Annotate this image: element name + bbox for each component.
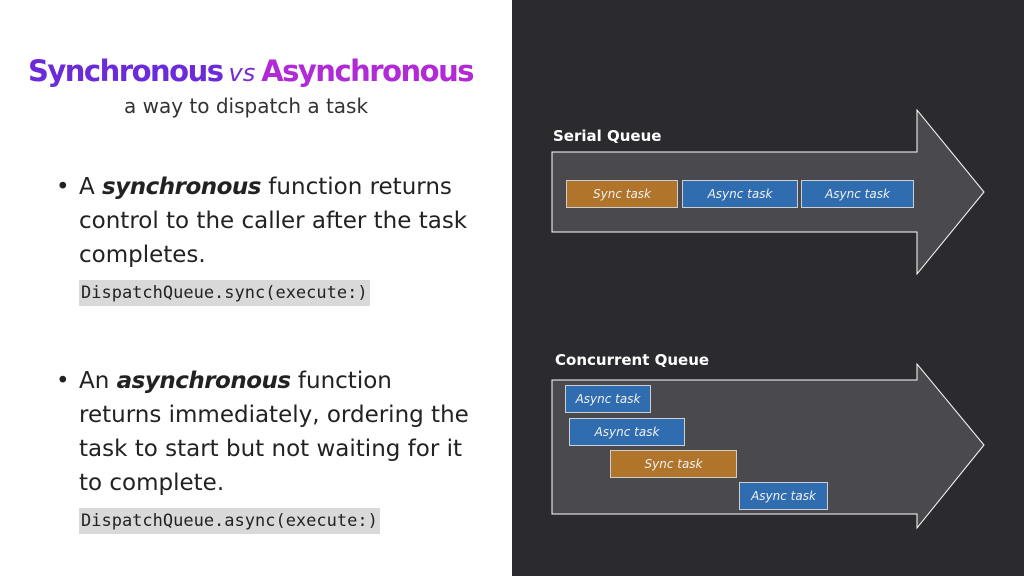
bullet-sync-suffix: function returns control to the caller a…	[79, 174, 468, 268]
bullet-async-suffix: function returns immediately, ordering t…	[79, 368, 469, 496]
bullet-dot-1: •	[56, 174, 70, 200]
bullet-dot-2: •	[56, 368, 70, 394]
bullet-async-prefix: An	[79, 368, 117, 394]
concurrent-queue-label: Concurrent Queue	[555, 351, 710, 369]
serial-task-2: Async task	[682, 180, 798, 208]
concurrent-task-3: Sync task	[610, 450, 737, 478]
title-synchronous: Synchronous	[28, 54, 224, 88]
code-async: DispatchQueue.async(execute:)	[79, 508, 380, 534]
diagram-panel: Serial Queue Sync task Async task Async …	[512, 0, 1024, 576]
concurrent-task-4: Async task	[739, 482, 828, 510]
serial-task-3: Async task	[801, 180, 914, 208]
bullet-sync-text: A synchronous function returns control t…	[79, 170, 499, 272]
slide-subtitle: a way to dispatch a task	[124, 94, 369, 118]
concurrent-task-2: Async task	[569, 418, 685, 446]
title-vs: vs	[228, 59, 256, 87]
bullet-async-emphasis: asynchronous	[116, 368, 291, 394]
bullet-sync-emphasis: synchronous	[102, 174, 261, 200]
serial-queue-label: Serial Queue	[553, 127, 662, 145]
code-sync: DispatchQueue.sync(execute:)	[79, 280, 370, 306]
bullet-async-text: An asynchronous function returns immedia…	[79, 364, 469, 500]
bullet-sync-prefix: A	[79, 174, 103, 200]
serial-task-1: Sync task	[566, 180, 678, 208]
concurrent-queue-arrow	[551, 362, 985, 530]
concurrent-task-1: Async task	[565, 385, 651, 413]
title-asynchronous: Asynchronous	[261, 54, 474, 88]
